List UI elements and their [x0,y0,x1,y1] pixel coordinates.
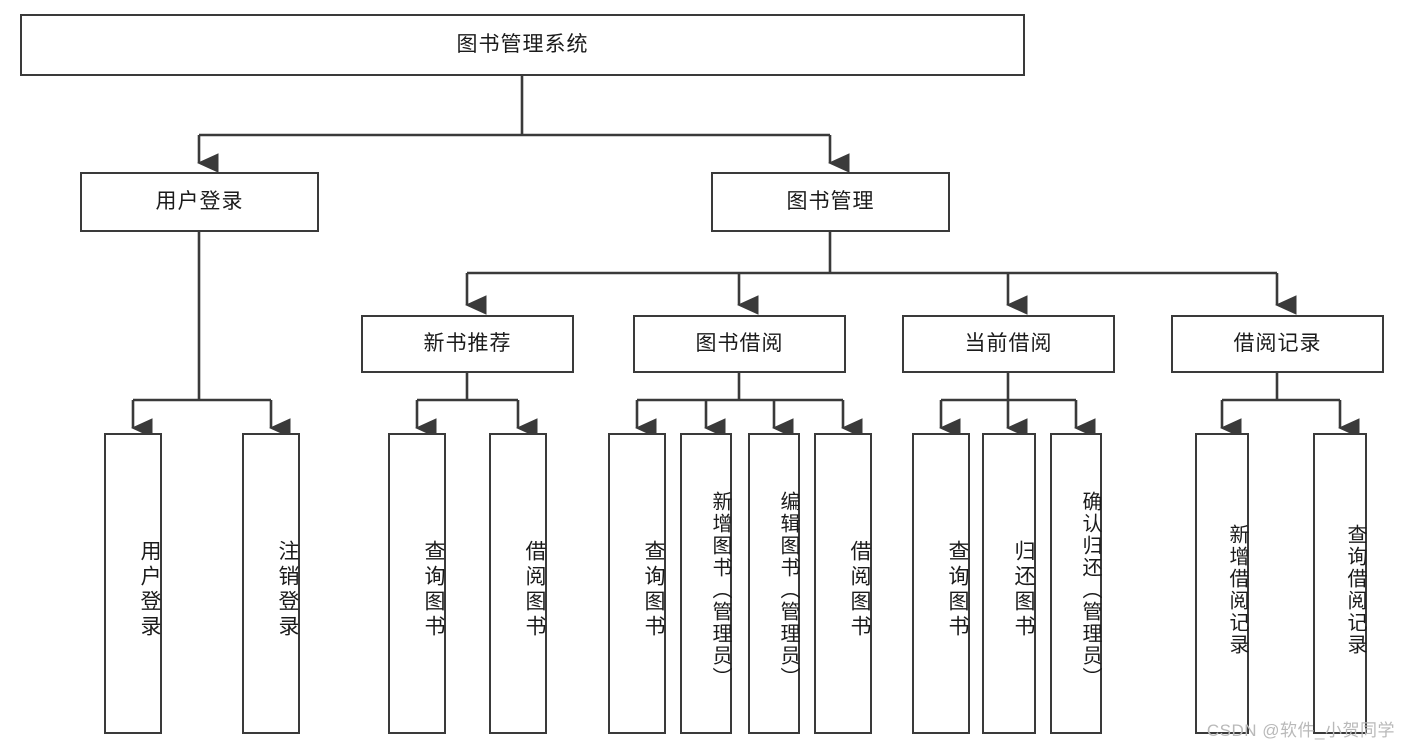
node-leaf-edit-book-label: 编辑图书（管理员） [777,490,799,689]
node-leaf-user-login-label: 用户登录 [138,539,161,640]
node-leaf-user-login[interactable]: 用户登录 [104,433,162,734]
node-leaf-confirm-return[interactable]: 确认归还（管理员） [1050,433,1102,734]
node-borrow-record[interactable]: 借阅记录 [1171,315,1384,373]
node-new-book-recommend-label: 新书推荐 [423,332,512,356]
node-leaf-add-book[interactable]: 新增图书（管理员） [680,433,732,734]
node-book-borrow-label: 图书借阅 [695,332,784,356]
node-current-borrow-label: 当前借阅 [964,332,1053,356]
node-leaf-add-record-label: 新增借阅记录 [1226,523,1248,656]
csdn-watermark: CSDN @软件_小贺同学 [1206,721,1395,740]
node-leaf-add-book-label: 新增图书（管理员） [709,490,731,689]
node-leaf-edit-book[interactable]: 编辑图书（管理员） [748,433,800,734]
node-leaf-query-book-3-label: 查询图书 [946,539,969,640]
node-leaf-borrow-book-2[interactable]: 借阅图书 [814,433,872,734]
node-leaf-return-book-label: 归还图书 [1012,539,1035,640]
node-root-label: 图书管理系统 [456,33,589,57]
node-borrow-record-label: 借阅记录 [1233,332,1322,356]
node-new-book-recommend[interactable]: 新书推荐 [361,315,574,373]
node-leaf-borrow-book-1[interactable]: 借阅图书 [489,433,547,734]
node-book-borrow[interactable]: 图书借阅 [633,315,846,373]
node-user-login[interactable]: 用户登录 [80,172,319,232]
node-leaf-query-book-3[interactable]: 查询图书 [912,433,970,734]
node-leaf-logout[interactable]: 注销登录 [242,433,300,734]
node-root[interactable]: 图书管理系统 [20,14,1025,76]
node-leaf-query-book-1[interactable]: 查询图书 [388,433,446,734]
node-leaf-borrow-book-2-label: 借阅图书 [848,539,871,640]
node-current-borrow[interactable]: 当前借阅 [902,315,1115,373]
node-leaf-query-book-2-label: 查询图书 [642,539,665,640]
node-leaf-query-record[interactable]: 查询借阅记录 [1313,433,1367,734]
node-user-login-label: 用户登录 [155,190,244,214]
node-leaf-borrow-book-1-label: 借阅图书 [523,539,546,640]
node-leaf-confirm-return-label: 确认归还（管理员） [1079,490,1101,689]
node-leaf-logout-label: 注销登录 [276,539,299,640]
node-book-management-label: 图书管理 [786,190,875,214]
node-leaf-query-book-1-label: 查询图书 [422,539,445,640]
node-leaf-return-book[interactable]: 归还图书 [982,433,1036,734]
node-leaf-query-record-label: 查询借阅记录 [1344,523,1366,656]
node-book-management[interactable]: 图书管理 [711,172,950,232]
node-leaf-query-book-2[interactable]: 查询图书 [608,433,666,734]
node-leaf-add-record[interactable]: 新增借阅记录 [1195,433,1249,734]
